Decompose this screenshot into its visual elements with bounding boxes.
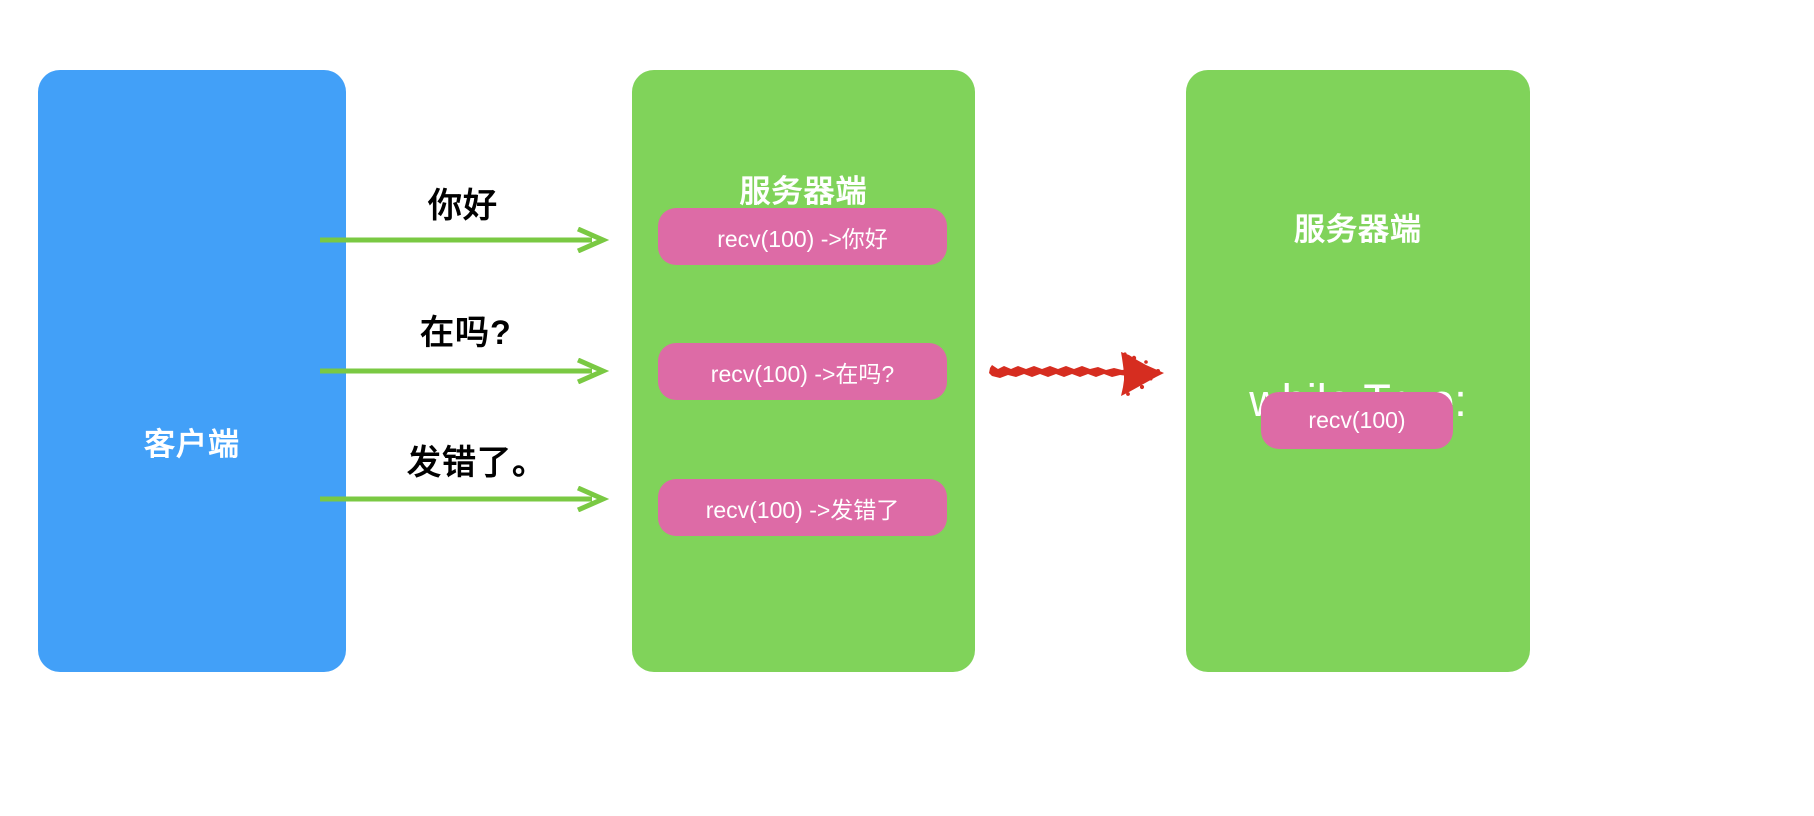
- recv-pill-2: recv(100) ->在吗?: [658, 343, 947, 400]
- server-middle-title: 服务器端: [739, 174, 868, 209]
- arrow-right-icon: [320, 485, 610, 513]
- server-box-right: 服务器端 while True:: [1186, 70, 1530, 672]
- sketch-arrow-right-icon: [989, 352, 1164, 396]
- message-arrow-1: [320, 226, 610, 254]
- message-label-3: 发错了。: [407, 444, 547, 482]
- arrow-right-icon: [320, 357, 610, 385]
- message-arrow-2: [320, 357, 610, 385]
- arrow-right-icon: [320, 226, 610, 254]
- server-right-title: 服务器端: [1294, 212, 1422, 247]
- client-box: 客户端: [38, 70, 346, 672]
- message-label-1: 你好: [428, 187, 498, 225]
- message-label-2: 在吗?: [420, 314, 512, 352]
- transition-arrow: [988, 340, 1174, 402]
- recv-pill-3: recv(100) ->发错了: [658, 479, 947, 536]
- recv-pill-right: recv(100): [1261, 392, 1453, 449]
- message-arrow-3: [320, 485, 610, 513]
- client-label: 客户端: [144, 427, 240, 462]
- recv-pill-1: recv(100) ->你好: [658, 208, 947, 265]
